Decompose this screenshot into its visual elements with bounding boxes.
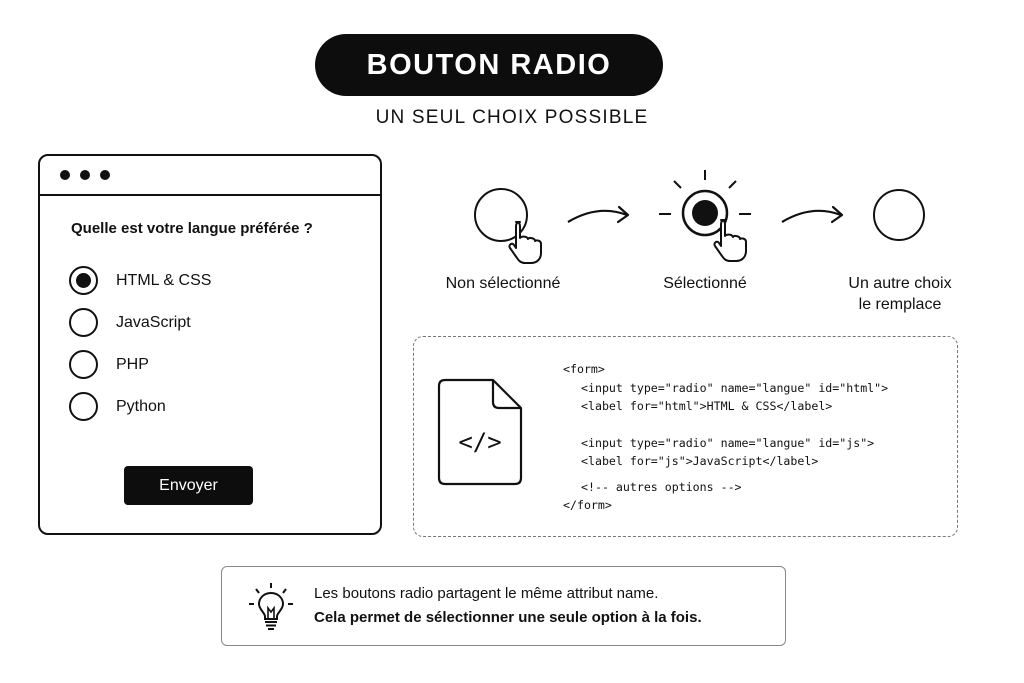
state-label-selected: Sélectionné <box>663 275 747 292</box>
radio-option-javascript[interactable]: JavaScript <box>69 308 191 337</box>
page-subtitle: UN SEUL CHOIX POSSIBLE <box>375 107 649 128</box>
radio-unchecked-icon[interactable] <box>69 308 98 337</box>
tip-box: Les boutons radio partagent le même attr… <box>221 566 786 646</box>
arrow-right-icon <box>781 205 844 224</box>
submit-button[interactable]: Envoyer <box>124 466 253 505</box>
code-line: <input type="radio" name="langue" id="ht… <box>581 380 889 395</box>
code-file-icon: </> <box>437 378 523 486</box>
code-snippet: <form> <input type="radio" name="langue" … <box>563 360 888 515</box>
radio-option-php[interactable]: PHP <box>69 350 149 379</box>
lightbulb-icon <box>249 583 293 630</box>
code-line: <!-- autres options --> <box>581 479 742 494</box>
code-line: <label for="html">HTML & CSS</label> <box>581 399 833 413</box>
radio-unchecked-icon[interactable] <box>69 350 98 379</box>
radio-checked-icon[interactable] <box>69 266 98 295</box>
page-title: BOUTON RADIO <box>315 34 663 96</box>
empty-radio-icon <box>873 189 925 241</box>
window-dot-icon <box>100 170 110 180</box>
radio-option-python[interactable]: Python <box>69 392 166 421</box>
form-question: Quelle est votre langue préférée ? <box>71 220 313 237</box>
code-line: <input type="radio" name="langue" id="js… <box>581 435 875 450</box>
state-label-unselected: Non sélectionné <box>445 275 561 292</box>
radio-unchecked-icon[interactable] <box>69 392 98 421</box>
radio-option-label: HTML & CSS <box>116 271 212 289</box>
code-line: </form> <box>563 498 612 512</box>
unselected-radio-icon <box>474 188 528 242</box>
code-line: <form> <box>563 362 605 376</box>
selected-radio-icon <box>659 170 751 237</box>
window-dot-icon <box>60 170 70 180</box>
code-glyph: </> <box>458 428 501 456</box>
form-window: Quelle est votre langue préférée ? HTML … <box>38 154 382 535</box>
radio-option-label: PHP <box>116 355 149 373</box>
state-label-replaced-line2: le remplace <box>858 296 942 313</box>
arrow-right-icon <box>567 205 630 224</box>
state-diagram-graphics <box>474 170 925 264</box>
hand-pointer-icon <box>713 219 747 262</box>
state-diagram: Non sélectionné Sélectionné Un autre cho… <box>420 160 1000 320</box>
code-example-box: </> <form> <input type="radio" name="lang… <box>413 336 958 537</box>
radio-option-html-css[interactable]: HTML & CSS <box>69 266 211 295</box>
tip-text-line1: Les boutons radio partagent le même attr… <box>314 585 659 602</box>
radio-option-label: Python <box>116 397 166 415</box>
radio-option-label: JavaScript <box>116 313 191 331</box>
window-titlebar <box>40 156 380 196</box>
state-label-replaced-line1: Un autre choix <box>848 275 952 292</box>
hand-pointer-icon <box>508 221 542 264</box>
window-dot-icon <box>80 170 90 180</box>
tip-text-line2: Cela permet de sélectionner une seule op… <box>314 609 702 626</box>
code-line: <label for="js">JavaScript</label> <box>581 454 819 468</box>
state-label-replaced: Un autre choix le remplace <box>820 273 980 315</box>
